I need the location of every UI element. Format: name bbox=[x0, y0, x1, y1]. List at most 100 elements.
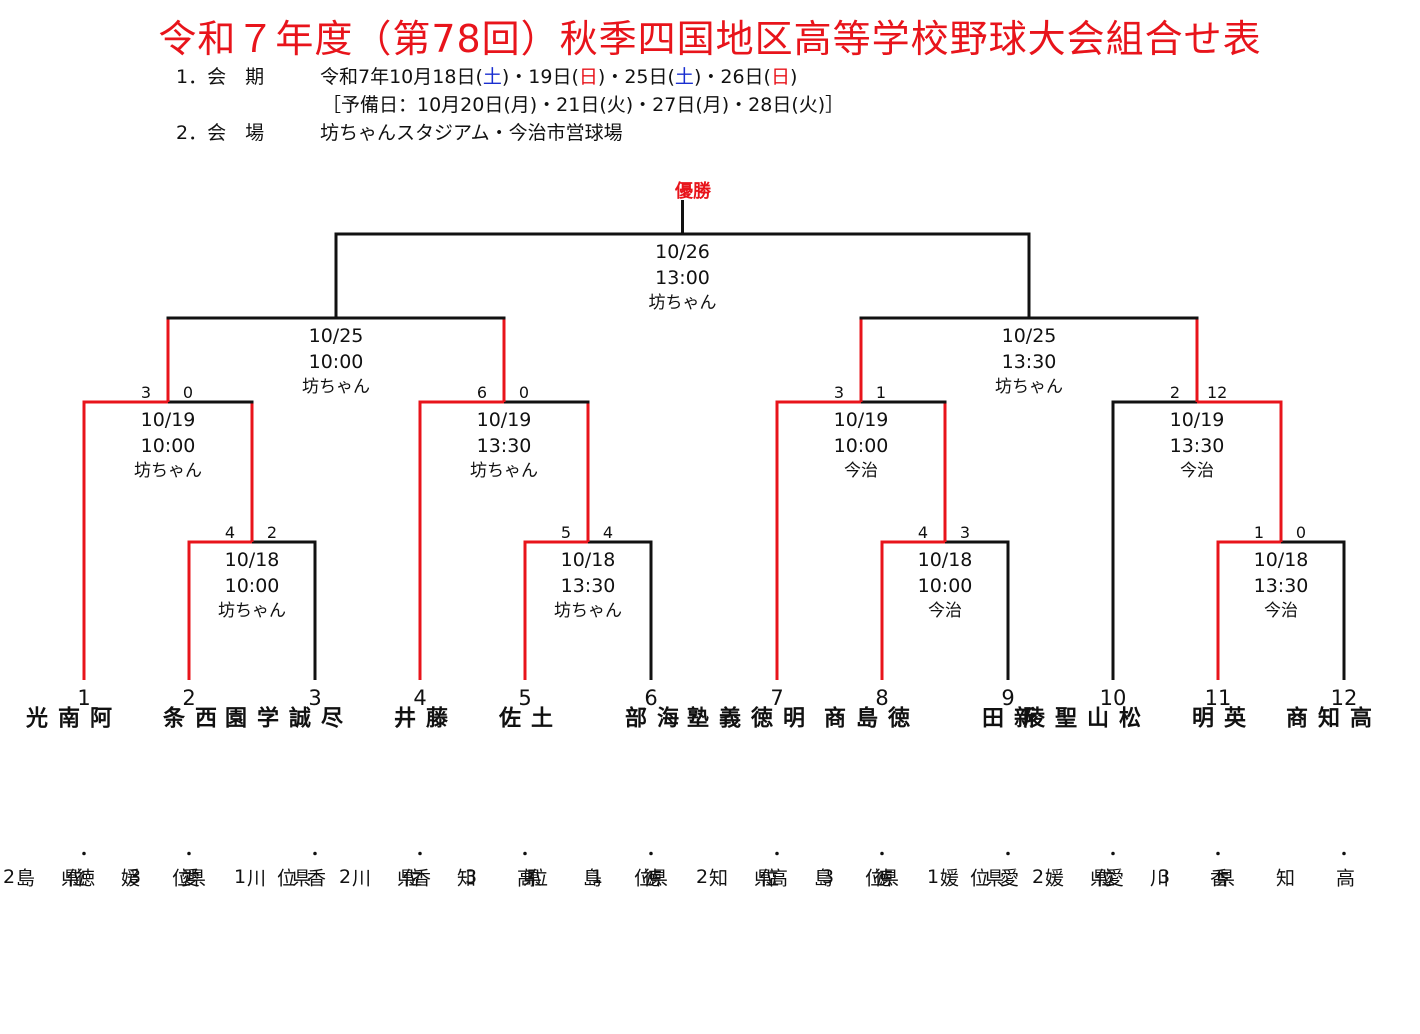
team-name: 英明 bbox=[1188, 706, 1245, 808]
match-date: 10/26 bbox=[655, 241, 710, 263]
team-number: 9 bbox=[1001, 686, 1015, 710]
match-date: 10/25 bbox=[1001, 325, 1057, 347]
score-right: 0 bbox=[1295, 523, 1307, 542]
match-date: 10/19 bbox=[1169, 409, 1225, 431]
team-prefecture-rank: 香川県 2位 bbox=[967, 866, 1248, 895]
team-entry: 5 土佐 ・ 高知県 2位 bbox=[274, 686, 555, 895]
match-time: 13:30 bbox=[1001, 350, 1057, 373]
match-venue: 坊ちゃん bbox=[995, 377, 1063, 397]
team-number: 1 bbox=[77, 686, 91, 710]
team-rank: 2位 bbox=[0, 866, 20, 895]
team-rank: 2位 bbox=[274, 866, 356, 895]
team-prefecture: 高知県 bbox=[646, 867, 788, 894]
separator-dot: ・ bbox=[1001, 847, 1015, 863]
team-prefecture-rank: 徳島県2位 bbox=[631, 866, 912, 895]
separator-dot: ・ bbox=[1337, 847, 1351, 863]
score-left: 1 bbox=[1253, 523, 1265, 542]
team-number: 4 bbox=[413, 686, 427, 710]
score-left: 4 bbox=[224, 523, 236, 542]
team-name: 西条 bbox=[159, 706, 216, 808]
separator-dot: ・ bbox=[644, 847, 658, 863]
team-prefecture-rank: 徳島県3位 bbox=[400, 866, 681, 895]
team-number: 5 bbox=[518, 686, 532, 710]
score-right: 1 bbox=[875, 383, 887, 402]
team-number: 2 bbox=[182, 686, 196, 710]
match-date: 10/18 bbox=[1253, 549, 1309, 571]
team-entry: 2 西条 ・ 愛媛県2位 bbox=[0, 686, 219, 895]
team-number: 12 bbox=[1330, 686, 1358, 710]
score-right: 3 bbox=[959, 523, 971, 542]
venue-text: 坊ちゃんスタジアム・今治市営球場 bbox=[320, 122, 623, 144]
team-prefecture: 高知県 bbox=[1213, 867, 1355, 894]
team-entry: 4 藤井 ・ 香川県1位 bbox=[169, 686, 450, 895]
match-venue: 今治 bbox=[1180, 461, 1214, 481]
team-prefecture: 高知県 bbox=[394, 867, 536, 894]
match-date: 10/18 bbox=[224, 549, 280, 571]
score-left: 3 bbox=[833, 383, 845, 402]
team-number: 3 bbox=[308, 686, 322, 710]
team-rank: 3位 bbox=[757, 866, 839, 895]
match-time: 13:30 bbox=[1253, 574, 1309, 597]
team-prefecture-rank: 愛媛県2位 bbox=[0, 866, 219, 895]
match-venue: 坊ちゃん bbox=[554, 601, 622, 621]
match-info: 10/18 10:00 今治 bbox=[875, 548, 1015, 625]
team-name: 海部 bbox=[621, 706, 678, 808]
period-dates: 令和7年10月18日(土)・19日(日)・25日(土)・26日(日) bbox=[320, 66, 798, 88]
match-venue: 今治 bbox=[928, 601, 962, 621]
match-info: 10/25 13:30 坊ちゃん bbox=[959, 324, 1099, 401]
match-date: 10/19 bbox=[476, 409, 532, 431]
team-number: 7 bbox=[770, 686, 784, 710]
team-prefecture-rank: 高知県1位 bbox=[526, 866, 807, 895]
team-number: 6 bbox=[644, 686, 658, 710]
team-prefecture: 香川県 bbox=[289, 867, 431, 894]
team-number: 10 bbox=[1099, 686, 1127, 710]
separator-dot: ・ bbox=[875, 847, 889, 863]
team-rank: 2位 bbox=[631, 866, 713, 895]
team-rank: 3位 bbox=[400, 866, 482, 895]
team-prefecture-rank: 高知県3位 bbox=[1093, 866, 1374, 895]
separator-dot: ・ bbox=[1106, 847, 1120, 863]
team-rank: 1位 bbox=[169, 866, 251, 895]
team-entry: 12 高知商 ・ 高知県3位 bbox=[1093, 686, 1374, 895]
team-rank: 2位 bbox=[967, 866, 1049, 895]
match-date: 10/18 bbox=[917, 549, 973, 571]
match-time: 10:00 bbox=[224, 574, 280, 597]
match-time: 10:00 bbox=[917, 574, 973, 597]
team-name: 松山聖陵 bbox=[1019, 706, 1140, 740]
page-title: 令和７年度（第78回）秋季四国地区高等学校野球大会組合せ表 bbox=[158, 17, 1262, 61]
team-name: 尽誠学園 bbox=[221, 706, 342, 740]
score-right: 0 bbox=[182, 383, 194, 402]
match-info: 10/26 13:00 坊ちゃん bbox=[613, 240, 753, 317]
team-entry: 7 明徳義塾 ・ 高知県1位 bbox=[526, 686, 807, 895]
team-name: 土佐 bbox=[495, 706, 552, 808]
team-entry: 3 尽誠学園 ・ 香川県3位 bbox=[64, 686, 345, 895]
team-number: 8 bbox=[875, 686, 889, 710]
team-prefecture-rank: 徳島県1位 bbox=[13, 866, 114, 895]
separator-dot: ・ bbox=[182, 847, 196, 863]
match-venue: 坊ちゃん bbox=[648, 293, 717, 313]
team-entry: 10 松山聖陵 ・ 愛媛県1位 bbox=[862, 686, 1143, 895]
match-time: 13:00 bbox=[655, 266, 710, 289]
match-date: 10/19 bbox=[140, 409, 196, 431]
match-venue: 坊ちゃん bbox=[470, 461, 538, 481]
team-entry: 9 新田 ・ 愛媛県3位 bbox=[757, 686, 1038, 895]
separator-dot: ・ bbox=[308, 847, 322, 863]
team-prefecture: 愛媛県 bbox=[877, 867, 1019, 894]
team-name: 阿南光 bbox=[22, 706, 111, 757]
match-time: 10:00 bbox=[140, 434, 196, 457]
match-time: 13:30 bbox=[560, 574, 616, 597]
team-prefecture-rank: 香川県 1位 bbox=[169, 866, 450, 895]
team-prefecture: 徳島県 bbox=[13, 867, 95, 894]
team-entry: 1 阿南光 ・ 徳島県1位 bbox=[13, 686, 114, 894]
team-prefecture: 香川県 bbox=[1087, 867, 1229, 894]
venue-label: 2．会 場 bbox=[176, 122, 265, 144]
match-time: 10:00 bbox=[308, 350, 364, 373]
separator-dot: ・ bbox=[518, 847, 532, 863]
score-left: 5 bbox=[560, 523, 572, 542]
match-venue: 今治 bbox=[844, 461, 878, 481]
